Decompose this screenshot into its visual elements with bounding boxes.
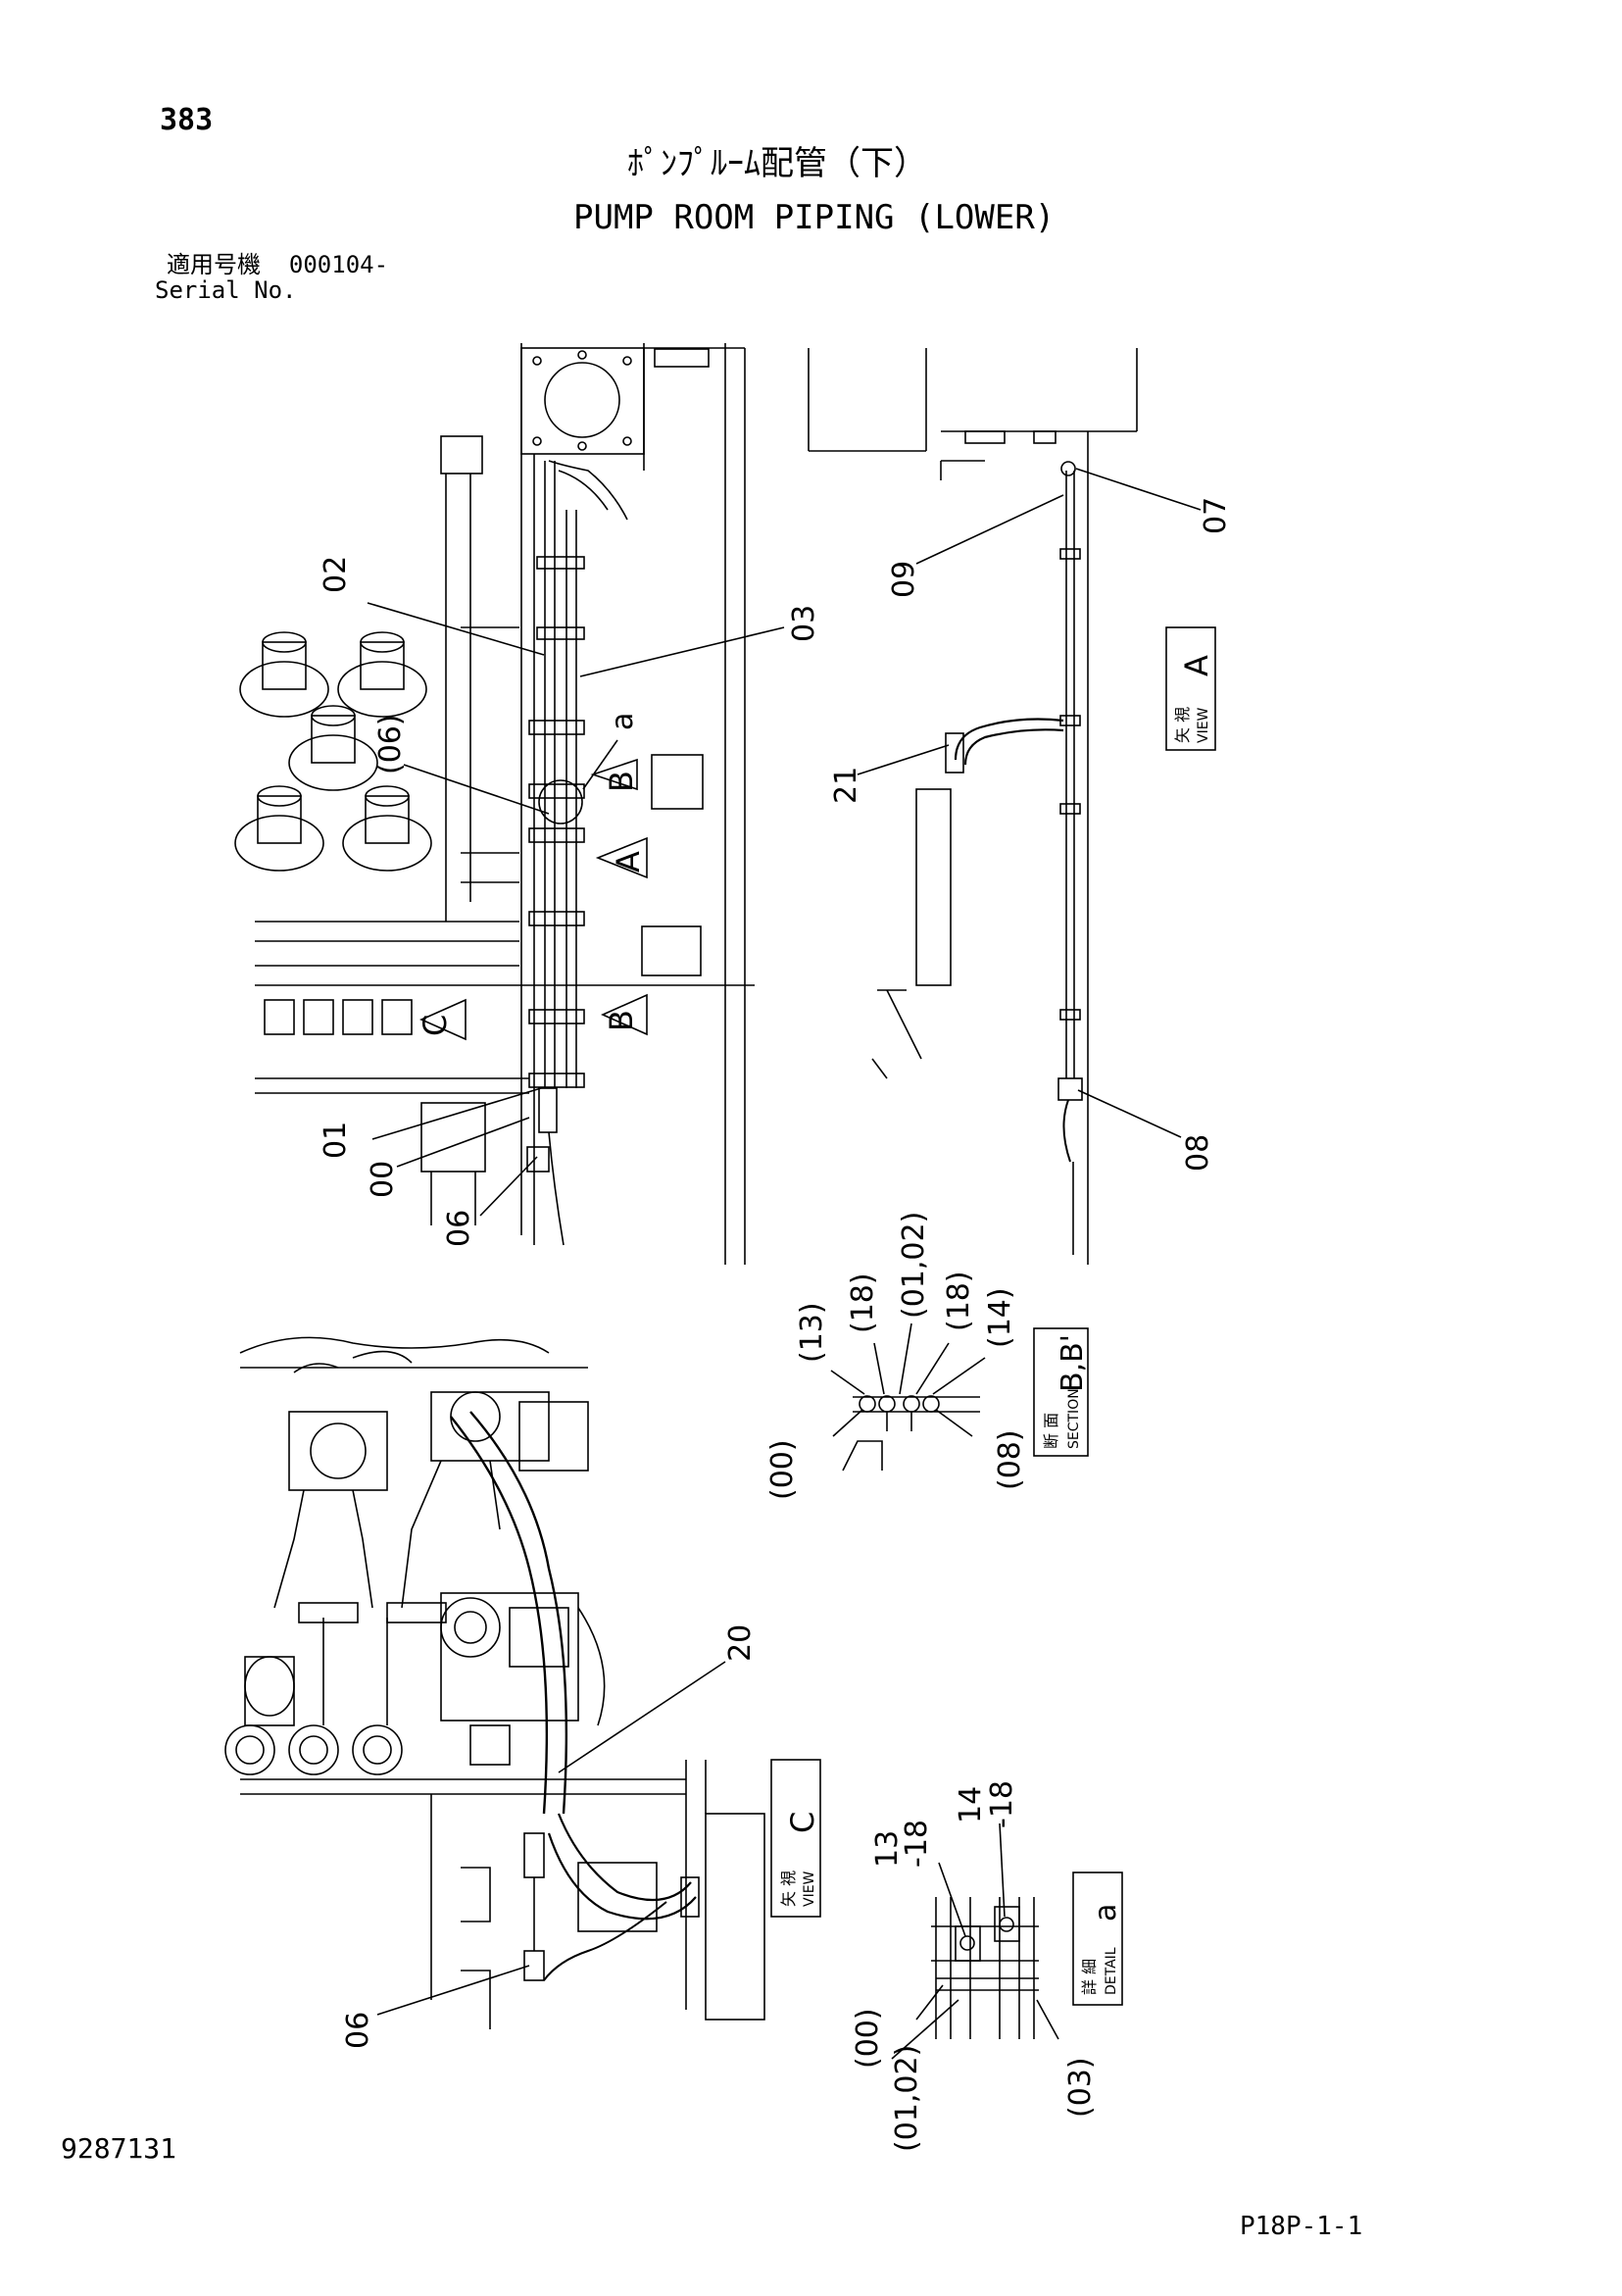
section-callout-00: (00) [765, 1439, 800, 1500]
leader-07 [1075, 468, 1202, 511]
section-callout-18a: (18) [846, 1273, 880, 1333]
callout-06c: 06 [341, 2012, 375, 2049]
view-a-box [1165, 626, 1216, 751]
detail-callout-14-18: -18 [985, 1780, 1019, 1828]
detail-letter: a [1089, 1904, 1123, 1922]
callout-03: 03 [787, 605, 821, 642]
arrow-label-c: C [417, 1015, 454, 1036]
leader-03 [579, 626, 785, 677]
leader-09 [915, 494, 1064, 565]
view-c-label-en: VIEW [802, 1871, 817, 1907]
section-callout-13: (13) [795, 1302, 829, 1363]
section-callout-0102: (01,02) [897, 1212, 931, 1319]
section-label-ja: 断 面 [1042, 1413, 1060, 1449]
section-callout-14: (14) [983, 1287, 1017, 1348]
page-title-japanese: ﾎﾟﾝﾌﾟﾙｰﾑ配管（下） [627, 144, 927, 183]
leader-01 [371, 1087, 542, 1140]
view-c-box [770, 1759, 821, 1918]
pump-caps [234, 631, 432, 872]
view-a-label-ja: 矢 視 [1173, 707, 1192, 743]
detail-callout-13: 13 [870, 1830, 905, 1868]
view-c-arrow [419, 998, 467, 1041]
callout-20: 20 [723, 1624, 758, 1662]
view-a-letter: A [1178, 655, 1215, 676]
leader-21 [857, 744, 950, 775]
leader-06a [403, 764, 550, 815]
detail-a-drawing [891, 1822, 1059, 2060]
callout-06b: 06 [442, 1210, 476, 1247]
detail-callout-14: 14 [954, 1786, 988, 1823]
flange-bore [544, 362, 620, 438]
leader-06c [376, 1965, 530, 2016]
page-title-english: PUMP ROOM PIPING (LOWER) [573, 198, 1056, 237]
view-b-arrow [590, 758, 638, 791]
arrow-label-a: A [610, 851, 647, 873]
section-label-en: SECTION [1066, 1388, 1082, 1449]
serial-label: 適用号機 [167, 251, 261, 278]
detail-callout-00: (00) [851, 2008, 885, 2069]
document-number: 9287131 [61, 2132, 177, 2165]
serial-value: 000104- [288, 251, 389, 278]
view-b-arrow-2 [601, 993, 648, 1036]
callout-06a: (06) [373, 714, 408, 774]
detail-callout-0102: (01,02) [890, 2045, 924, 2152]
section-callout-08: (08) [993, 1429, 1027, 1490]
detail-callout-13-18: -18 [900, 1820, 934, 1868]
page-number: 383 [160, 103, 214, 137]
view-a-arrow [595, 836, 648, 879]
leader-00 [396, 1117, 530, 1168]
leader-08 [1077, 1089, 1182, 1138]
leader-02 [367, 602, 545, 656]
arrow-label-b2: B [603, 1010, 640, 1031]
view-label-boxes [770, 626, 1216, 2006]
serial-label-english: Serial No. [155, 276, 297, 304]
view-c-label-ja: 矢 視 [779, 1871, 798, 1907]
callout-21: 21 [829, 767, 863, 804]
detail-label-ja: 詳 細 [1080, 1959, 1099, 1995]
view-a-drawing [808, 348, 1202, 1265]
section-letters: B,B' [1056, 1334, 1090, 1392]
leader-06b [479, 1156, 538, 1217]
view-c-letter: C [784, 1812, 821, 1833]
callout-01: 01 [319, 1122, 353, 1159]
section-b-box [1033, 1327, 1089, 1457]
section-callout-18b: (18) [942, 1271, 976, 1331]
leader-20 [558, 1661, 726, 1773]
main-piping-view [234, 343, 785, 1265]
detail-a-circle [538, 779, 583, 824]
serial-label-japanese: 適用号機 000104- [167, 253, 388, 276]
arrow-label-b: B [603, 771, 640, 792]
callout-a: a [606, 713, 640, 730]
callout-07: 07 [1199, 497, 1233, 534]
detail-a-box [1072, 1872, 1123, 2006]
view-a-label-en: VIEW [1196, 707, 1211, 743]
section-b-drawing [830, 1323, 986, 1472]
page-code: P18P-1-1 [1240, 2212, 1363, 2241]
callout-08: 08 [1181, 1134, 1215, 1172]
callout-09: 09 [887, 561, 921, 598]
detail-label-en: DETAIL [1104, 1947, 1119, 1995]
view-c-drawing [224, 1336, 765, 2029]
detail-callout-03: (03) [1063, 2057, 1098, 2118]
callout-00: 00 [366, 1161, 400, 1198]
callout-02: 02 [319, 556, 353, 593]
